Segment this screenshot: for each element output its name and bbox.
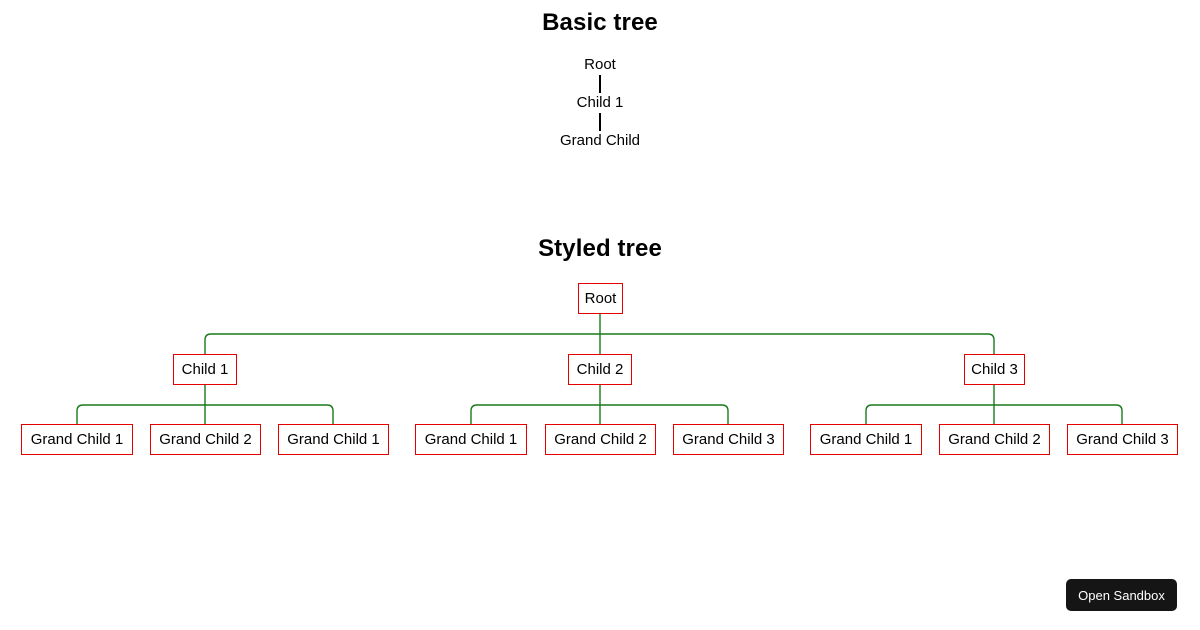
node-label: Grand Child 1 xyxy=(819,431,913,448)
open-sandbox-button[interactable]: Open Sandbox xyxy=(1066,579,1177,611)
node-label: Child 2 xyxy=(576,361,624,378)
styled-tree-title: Styled tree xyxy=(538,235,662,262)
styled-node-root[interactable]: Root xyxy=(578,283,623,314)
styled-node-grand-child-2-2[interactable]: Grand Child 2 xyxy=(150,424,261,455)
styled-node-grand-child-1-1[interactable]: Grand Child 1 xyxy=(21,424,133,455)
basic-connector-root-child xyxy=(599,75,601,93)
styled-node-grand-child-1-3[interactable]: Grand Child 1 xyxy=(278,424,389,455)
node-label: Grand Child 1 xyxy=(287,431,380,448)
styled-node-grand-child-1-7[interactable]: Grand Child 1 xyxy=(810,424,922,455)
styled-node-child-2[interactable]: Child 2 xyxy=(568,354,632,385)
node-label: Child 3 xyxy=(971,361,1018,378)
node-label: Grand Child 2 xyxy=(554,431,647,448)
node-label: Grand Child 1 xyxy=(30,431,124,448)
node-label: Grand Child 2 xyxy=(948,431,1041,448)
styled-node-child-3[interactable]: Child 3 xyxy=(964,354,1025,385)
styled-node-grand-child-3-6[interactable]: Grand Child 3 xyxy=(673,424,784,455)
styled-node-child-1[interactable]: Child 1 xyxy=(173,354,237,385)
styled-node-grand-child-1-4[interactable]: Grand Child 1 xyxy=(415,424,527,455)
node-label: Grand Child 3 xyxy=(682,431,775,448)
node-label: Root xyxy=(584,290,617,307)
node-label: Child 1 xyxy=(181,361,229,378)
basic-node-root: Root xyxy=(584,56,616,73)
styled-node-grand-child-2-8[interactable]: Grand Child 2 xyxy=(939,424,1050,455)
node-label: Grand Child 2 xyxy=(159,431,252,448)
node-label: Grand Child 1 xyxy=(424,431,518,448)
styled-node-grand-child-2-5[interactable]: Grand Child 2 xyxy=(545,424,656,455)
basic-node-child-1: Child 1 xyxy=(576,94,624,111)
basic-tree: Root Child 1 Grand Child xyxy=(0,55,1200,151)
styled-node-grand-child-3-9[interactable]: Grand Child 3 xyxy=(1067,424,1178,455)
basic-node-grand-child: Grand Child xyxy=(559,132,641,149)
basic-connector-child-grandchild xyxy=(599,113,601,131)
basic-tree-title: Basic tree xyxy=(542,9,658,36)
node-label: Grand Child 3 xyxy=(1076,431,1169,448)
